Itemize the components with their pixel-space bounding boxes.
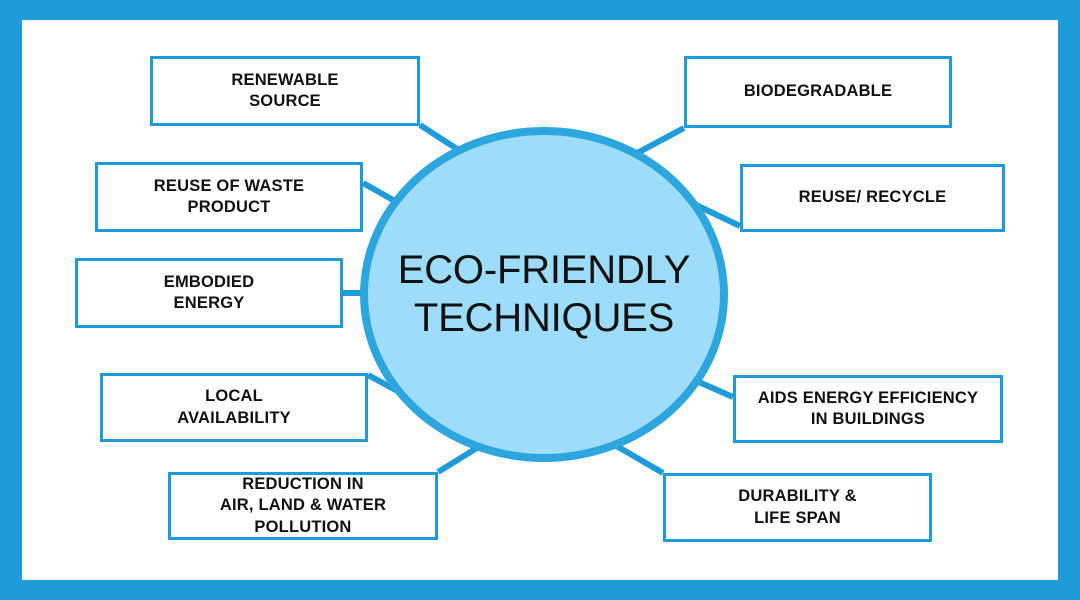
node-local-availability-label: LOCAL AVAILABILITY (177, 387, 291, 427)
node-reduction-in-pollution-label: REDUCTION IN AIR, LAND & WATER POLLUTION (219, 475, 387, 536)
node-reduction-in-pollution[interactable]: REDUCTION IN AIR, LAND & WATER POLLUTION (168, 472, 438, 540)
node-reuse-recycle[interactable]: REUSE/ RECYCLE (740, 164, 1005, 232)
node-biodegradable-label: BIODEGRADABLE (743, 82, 893, 101)
node-renewable-source-label: RENEWABLE SOURCE (231, 70, 339, 110)
node-durability-life-span[interactable]: DURABILITY & LIFE SPAN (663, 473, 932, 542)
node-biodegradable[interactable]: BIODEGRADABLE (684, 56, 952, 128)
node-reuse-of-waste-product[interactable]: REUSE OF WASTE PRODUCT (95, 162, 363, 232)
node-renewable-source[interactable]: RENEWABLE SOURCE (150, 56, 420, 126)
node-aids-energy-efficiency[interactable]: AIDS ENERGY EFFICIENCY IN BUILDINGS (733, 375, 1003, 443)
node-aids-energy-efficiency-label: AIDS ENERGY EFFICIENCY IN BUILDINGS (757, 388, 979, 428)
node-durability-life-span-label: DURABILITY & LIFE SPAN (738, 487, 857, 527)
node-reuse-recycle-label: REUSE/ RECYCLE (798, 188, 947, 207)
node-reuse-of-waste-product-label: REUSE OF WASTE PRODUCT (153, 176, 305, 216)
connector-reuse-recycle (694, 202, 742, 229)
node-local-availability[interactable]: LOCAL AVAILABILITY (100, 373, 368, 442)
node-embodied-energy[interactable]: EMBODIED ENERGY (75, 258, 343, 328)
center-node[interactable]: ECO-FRIENDLY TECHNIQUES (360, 127, 728, 462)
center-node-label: ECO-FRIENDLY TECHNIQUES (397, 248, 691, 340)
node-embodied-energy-label: EMBODIED ENERGY (163, 272, 255, 312)
connector-durability-life-span (611, 441, 665, 476)
